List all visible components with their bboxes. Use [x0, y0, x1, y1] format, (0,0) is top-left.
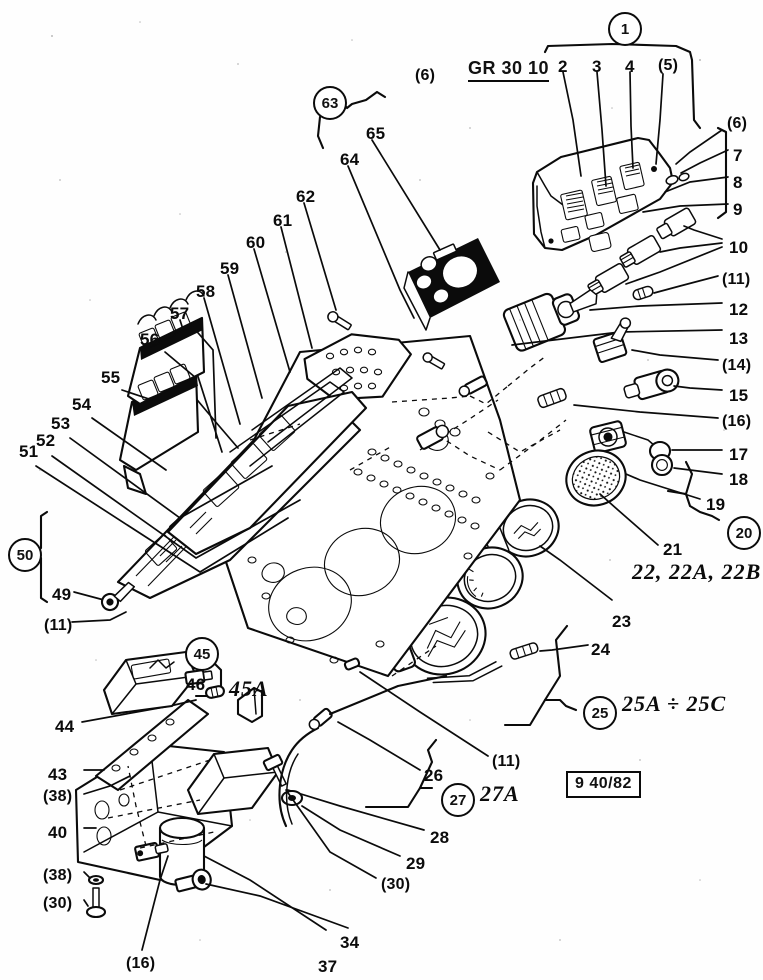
callout-p11p: (11)	[44, 617, 73, 634]
radio-unit	[403, 238, 500, 331]
callout-58: 58	[196, 282, 216, 301]
fasteners-28-29-30	[262, 753, 425, 879]
callout-55: 55	[101, 368, 121, 387]
callout-53: 53	[51, 414, 71, 433]
callout-51: 51	[19, 442, 39, 461]
annotation-22: 22, 22A, 22B	[632, 559, 762, 584]
callout-p38p: (38)	[43, 788, 73, 805]
callout-7: 7	[733, 146, 743, 165]
callout-46: 46	[186, 675, 206, 694]
callout-59: 59	[220, 259, 240, 278]
bolt-62	[327, 311, 352, 331]
annotation-45: 45A	[229, 676, 269, 701]
callout-p14p: (14)	[722, 357, 752, 374]
bolt-small-plate	[422, 352, 488, 397]
callout-18: 18	[729, 470, 749, 489]
relay-box-45	[102, 650, 264, 724]
washer-38-bottom	[87, 874, 105, 886]
callout-56: 56	[140, 330, 160, 349]
circled-callout-27: 27	[441, 783, 475, 817]
callout-62: 62	[296, 187, 316, 206]
panel-connectors-789	[665, 172, 690, 186]
callout-43: 43	[48, 765, 68, 784]
cable-harness	[278, 645, 489, 828]
connector-plate-bottom	[416, 424, 450, 450]
toggle-switch-13	[592, 317, 719, 364]
group-header: GR 30 10	[468, 58, 550, 82]
callout-26: 26	[424, 766, 444, 785]
callout-34: 34	[340, 933, 360, 952]
callout-57: 57	[170, 304, 190, 323]
bracket-group-25	[503, 624, 578, 727]
callout-24: 24	[591, 640, 611, 659]
callout-p11p: (11)	[722, 271, 751, 288]
leaders-left-lower	[35, 325, 301, 623]
leaders-dashboard	[562, 71, 729, 213]
callout-2: 2	[558, 57, 568, 76]
callout-23: 23	[612, 612, 632, 631]
callout-64: 64	[340, 150, 360, 169]
callout-19: 19	[706, 495, 726, 514]
bolt-30	[85, 887, 107, 919]
callout-p16p: (16)	[126, 955, 156, 972]
callout-9: 9	[733, 200, 743, 219]
callout-p38p: (38)	[43, 867, 73, 884]
callout-p16p: (16)	[722, 413, 752, 430]
callout-28: 28	[430, 828, 450, 847]
callout-49: 49	[52, 585, 72, 604]
callout-52: 52	[36, 431, 56, 450]
callout-29: 29	[406, 854, 426, 873]
bottom-fittings	[127, 765, 349, 951]
revision-code-box: 9 40/82	[566, 771, 641, 798]
lamp-assembly-15	[537, 368, 723, 419]
fuse-relay-box	[118, 290, 206, 496]
circled-callout-63: 63	[313, 86, 347, 120]
callout-p11p: (11)	[492, 753, 521, 770]
callout-60: 60	[246, 233, 266, 252]
panel-screw-5	[651, 166, 657, 172]
dashboard-panel-assembly	[531, 136, 690, 252]
callout-3: 3	[592, 57, 602, 76]
circled-callout-20: 20	[727, 516, 761, 550]
circled-callout-50: 50	[8, 538, 42, 572]
annotation-27: 27A	[480, 781, 520, 806]
annotation-25: 25A ÷ 25C	[622, 691, 727, 716]
callout-p6p: (6)	[727, 115, 748, 132]
control-strip-assembly	[116, 367, 368, 600]
callout-p30p: (30)	[43, 895, 73, 912]
callout-54: 54	[72, 395, 92, 414]
circled-callout-25: 25	[583, 696, 617, 730]
callout-13: 13	[729, 329, 749, 348]
callout-p30p: (30)	[381, 876, 411, 893]
ignition-switch-assembly	[502, 289, 723, 352]
callout-8: 8	[733, 173, 743, 192]
callout-21: 21	[663, 540, 683, 559]
callout-61: 61	[273, 211, 293, 230]
knob-49	[100, 581, 136, 612]
callout-44: 44	[55, 717, 75, 736]
bracket-group-27	[364, 738, 438, 809]
circled-callout-45: 45	[185, 637, 219, 671]
callout-37: 37	[318, 957, 338, 976]
callout-15: 15	[729, 386, 749, 405]
callout-10: 10	[729, 238, 749, 257]
callout-17: 17	[729, 445, 749, 464]
callout-4: 4	[625, 57, 635, 76]
callout-40: 40	[48, 823, 68, 842]
circled-callout-1: 1	[608, 12, 642, 46]
callout-65: 65	[366, 124, 386, 143]
callout-p6p: (6)	[415, 67, 436, 84]
callout-p5p: (5)	[658, 57, 679, 74]
switch-assembly-17	[589, 420, 723, 500]
washer-18	[650, 453, 674, 477]
callout-12: 12	[729, 300, 749, 319]
